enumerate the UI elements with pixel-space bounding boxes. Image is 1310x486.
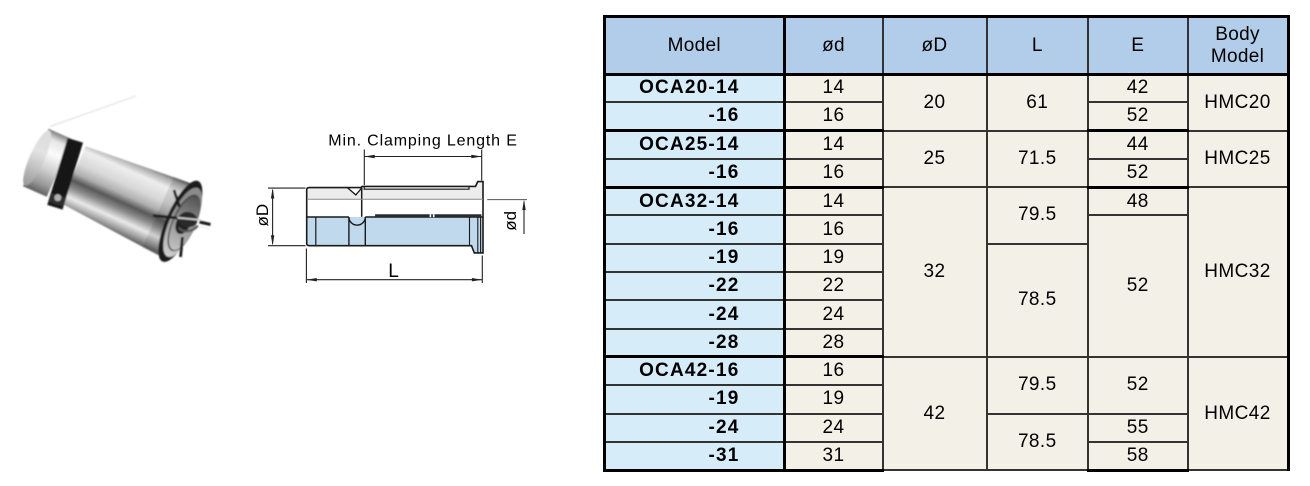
svg-text:ød: ød <box>501 211 520 231</box>
svg-text:L: L <box>388 261 399 282</box>
svg-text:øD: øD <box>253 204 272 227</box>
svg-text:Min. Clamping Length E: Min. Clamping Length E <box>328 133 517 150</box>
